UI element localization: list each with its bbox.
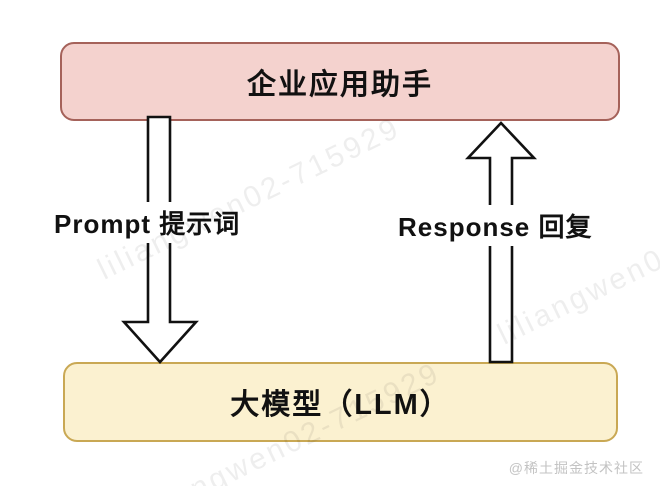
node-enterprise-assistant: 企业应用助手 [60,42,620,121]
node-enterprise-assistant-label: 企业应用助手 [246,68,433,101]
edge-label-response: Response 回复 [392,205,599,246]
edge-label-prompt: Prompt 提示词 [48,202,247,243]
node-llm-label: 大模型（LLM） [230,389,451,421]
community-credit-watermark: @稀土掘金技术社区 [508,460,644,476]
node-llm: 大模型（LLM） [63,362,618,442]
